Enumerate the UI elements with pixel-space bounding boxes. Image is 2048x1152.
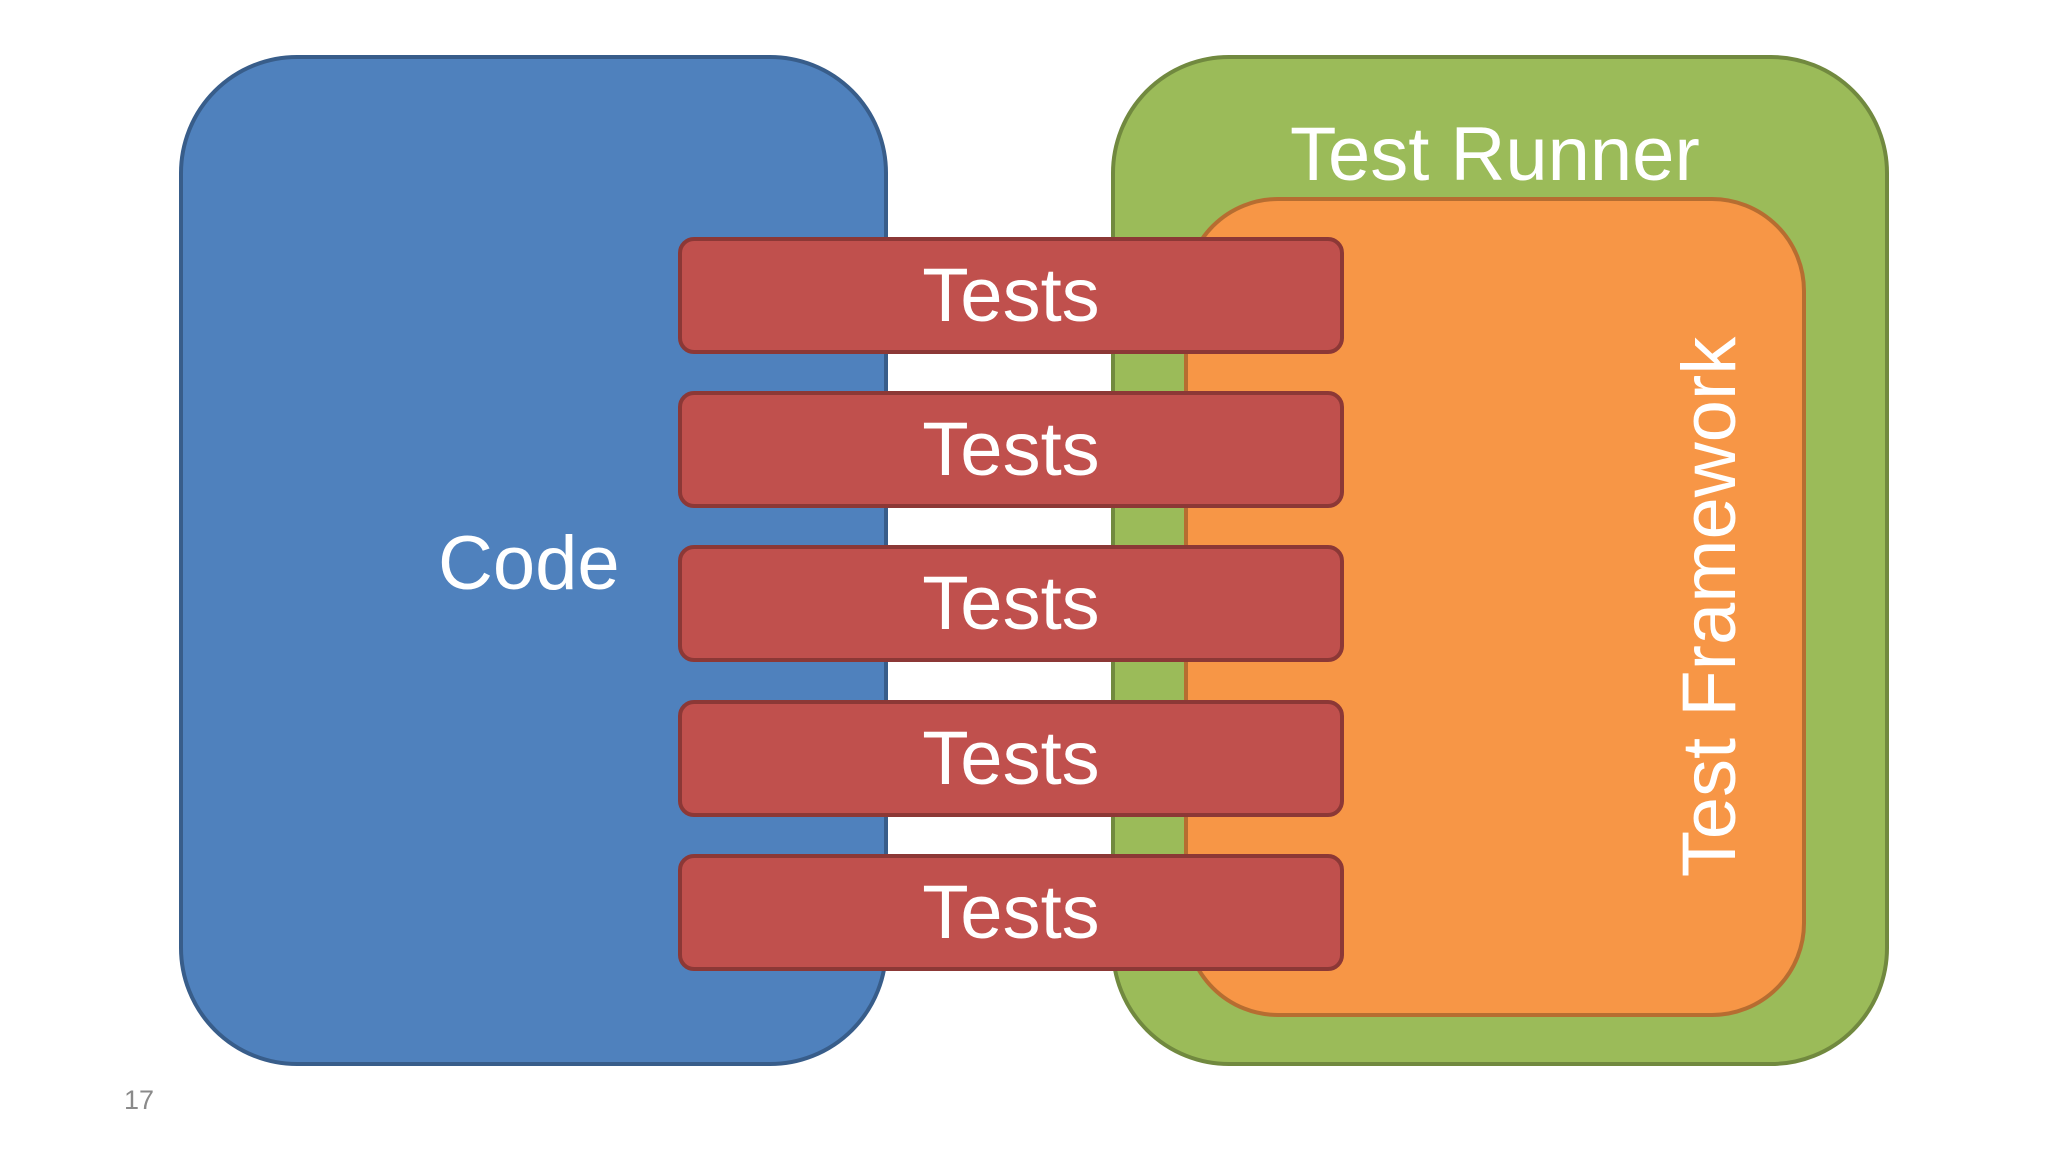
tests-box: Tests — [678, 700, 1344, 817]
tests-label: Tests — [922, 715, 1100, 801]
tests-box: Tests — [678, 854, 1344, 971]
test-framework-label: Test Framework — [1667, 336, 1752, 878]
test-runner-label: Test Runner — [1290, 112, 1700, 197]
tests-box: Tests — [678, 391, 1344, 508]
tests-label: Tests — [922, 252, 1100, 338]
tests-box: Tests — [678, 545, 1344, 662]
code-label: Code — [438, 521, 620, 606]
slide-number: 17 — [124, 1085, 155, 1115]
tests-label: Tests — [922, 406, 1100, 492]
tests-box: Tests — [678, 237, 1344, 354]
tests-label: Tests — [922, 869, 1100, 955]
tests-label: Tests — [922, 560, 1100, 646]
